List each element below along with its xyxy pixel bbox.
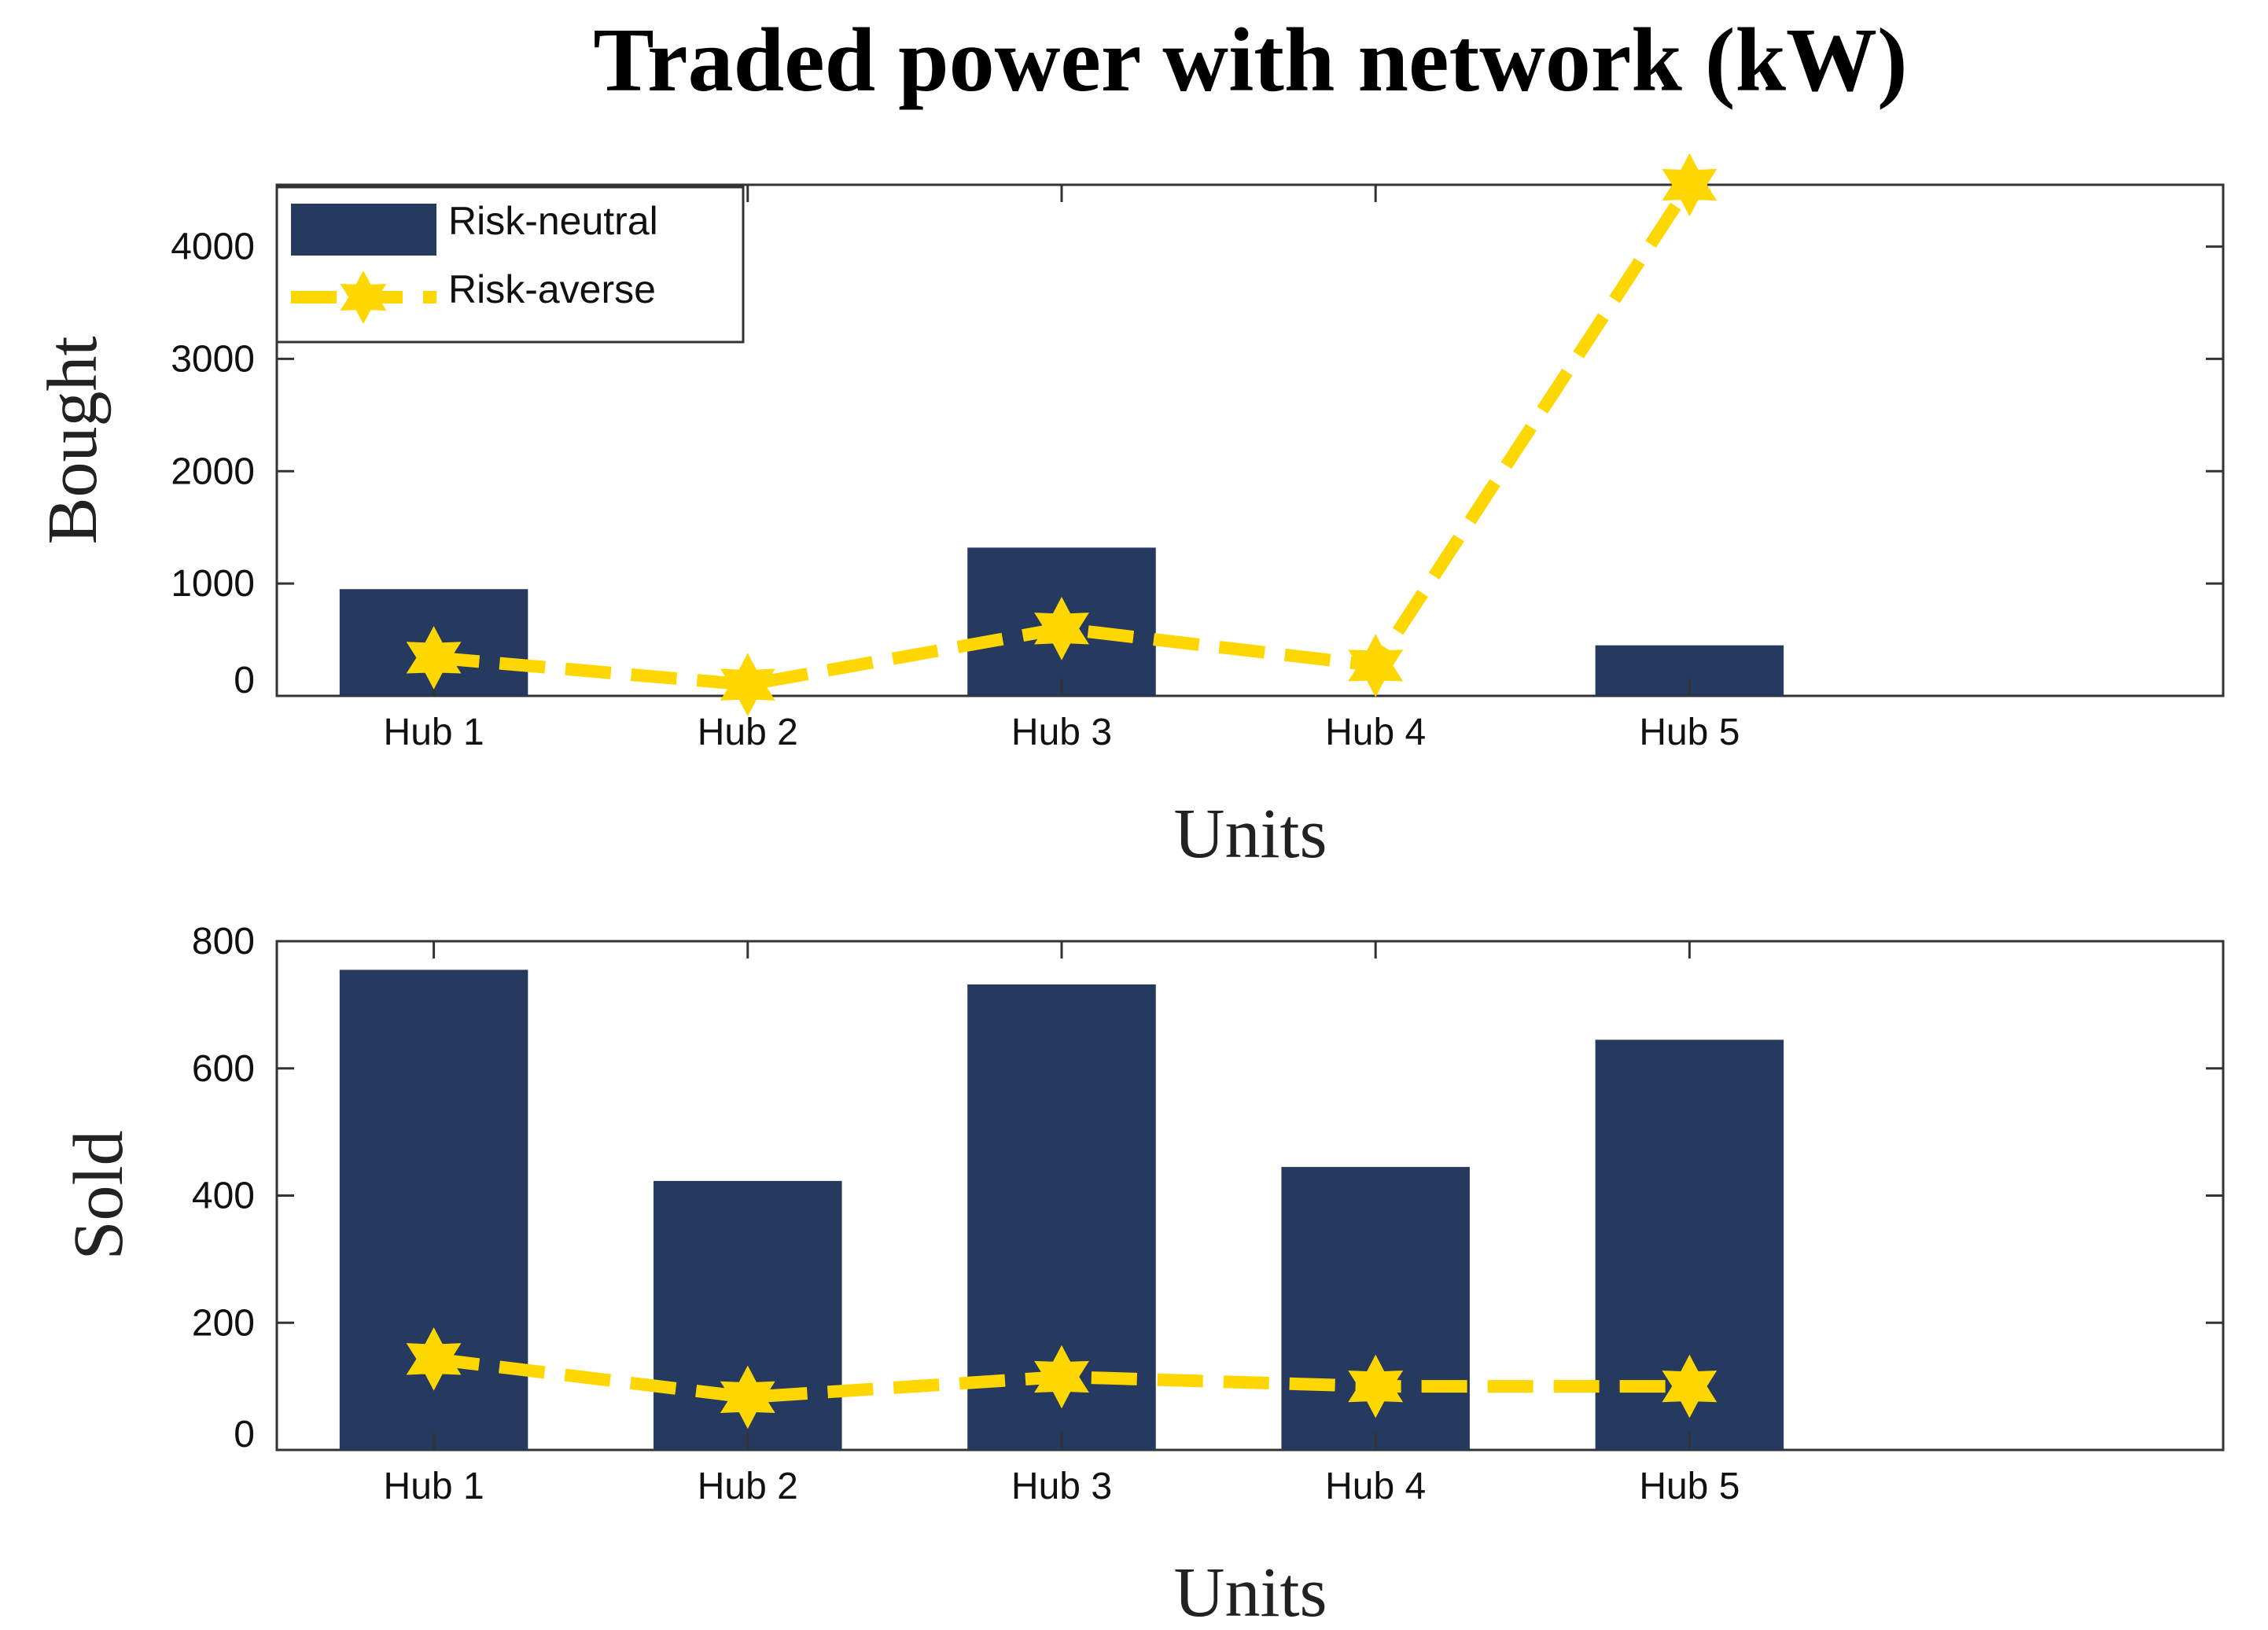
marker-bought-hub-5 <box>1662 153 1718 217</box>
marker-bought-hub-1 <box>406 626 462 690</box>
ytick-label: 200 <box>192 1302 255 1344</box>
xtick-label: Hub 4 <box>1325 712 1426 753</box>
legend: Risk-neutral Risk-averse <box>275 186 745 344</box>
risk-averse-line-bought <box>406 153 1718 716</box>
ytick-label: 400 <box>192 1176 255 1217</box>
xtick-label: Hub 2 <box>698 1466 798 1507</box>
ylabel-sold: Sold <box>60 1130 138 1260</box>
ytick-label: 600 <box>192 1048 255 1090</box>
xtick-label: Hub 1 <box>384 1466 484 1507</box>
ytick-label: 2000 <box>171 451 255 492</box>
marker-bought-hub-4 <box>1348 634 1404 697</box>
xtick-label: Hub 5 <box>1639 712 1740 753</box>
xtick-label: Hub 3 <box>1011 1466 1112 1507</box>
xlabel-bought: Units <box>1173 795 1327 873</box>
ylabel-bought: Bought <box>34 336 112 544</box>
ytick-label: 0 <box>234 660 255 701</box>
ytick-label: 800 <box>192 921 255 962</box>
xlabel-sold: Units <box>1173 1554 1327 1630</box>
legend-label-risk-neutral: Risk-neutral <box>448 199 658 243</box>
chart-title: Traded power with network (kW) <box>593 10 1907 111</box>
marker-sold-hub-1 <box>406 1326 462 1391</box>
marker-sold-hub-3 <box>1034 1345 1089 1409</box>
ytick-label: 3000 <box>171 338 255 380</box>
ytick-label: 4000 <box>171 226 255 268</box>
xtick-label: Hub 4 <box>1325 1466 1426 1507</box>
plot-area-sold <box>275 940 2225 1452</box>
marker-sold-hub-5 <box>1662 1354 1718 1418</box>
marker-bought-hub-3 <box>1034 597 1089 660</box>
legend-swatch-risk-averse-marker <box>340 270 387 324</box>
marker-sold-hub-4 <box>1348 1354 1404 1418</box>
bars-sold <box>339 970 1784 1450</box>
marker-bought-hub-2 <box>720 653 775 716</box>
legend-swatch-risk-neutral <box>291 204 436 256</box>
legend-label-risk-averse: Risk-averse <box>448 267 656 311</box>
xtick-label: Hub 3 <box>1011 712 1112 753</box>
bars-bought <box>339 547 1784 696</box>
xtick-label: Hub 2 <box>698 712 798 753</box>
risk-averse-line-sold <box>406 1326 1718 1429</box>
ytick-label: 0 <box>234 1414 255 1455</box>
xtick-label: Hub 1 <box>384 712 484 753</box>
ytick-label: 1000 <box>171 563 255 605</box>
xtick-label: Hub 5 <box>1639 1466 1740 1507</box>
marker-sold-hub-2 <box>720 1365 775 1429</box>
